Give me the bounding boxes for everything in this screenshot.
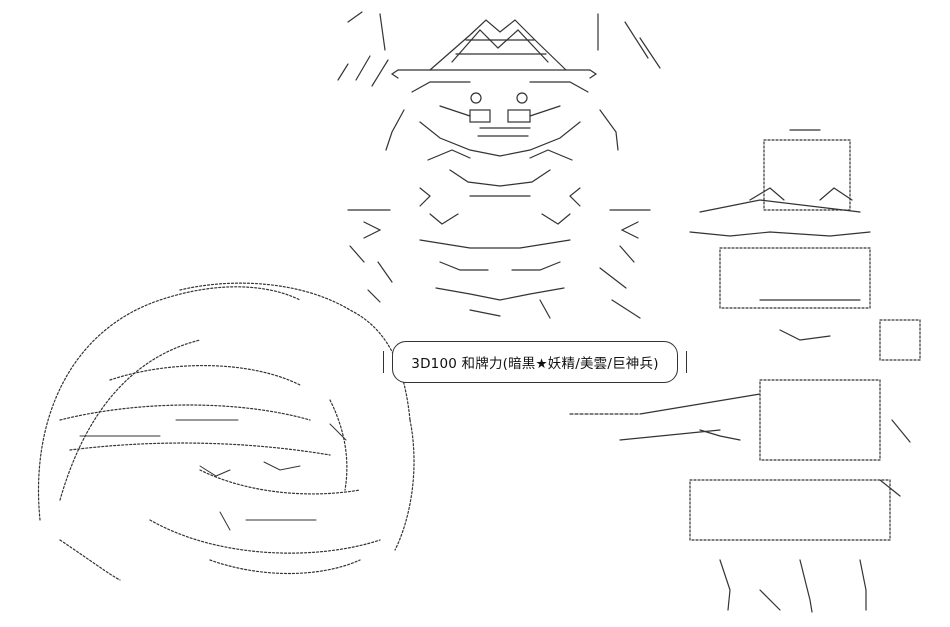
caption-text: 3D100 和牌力(暗黒★妖精/美雲/巨神兵) (411, 356, 659, 372)
horned-demon-figure (337, 11, 661, 319)
pointing-character-figure (569, 129, 921, 613)
crouching-creature-figure (37, 282, 415, 581)
caption-box: 3D100 和牌力(暗黒★妖精/美雲/巨神兵) (383, 341, 687, 383)
caption-left-bracket (383, 351, 384, 373)
caption-right-bracket (686, 351, 687, 373)
